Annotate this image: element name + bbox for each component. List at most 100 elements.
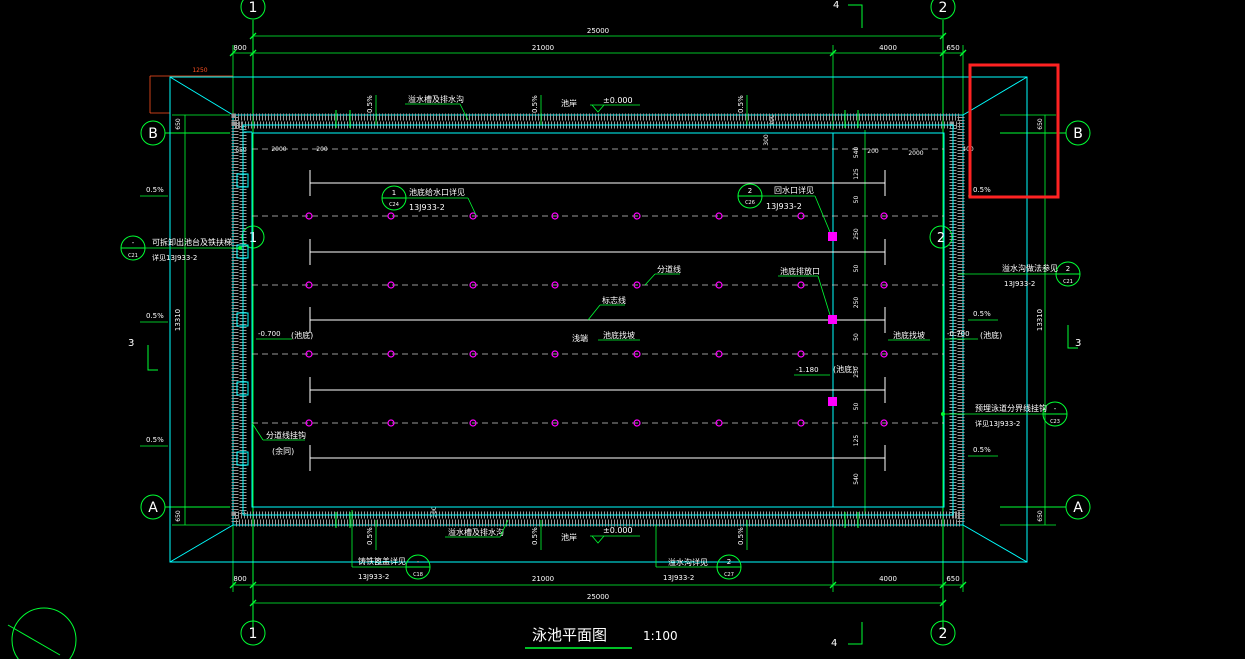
dim-2000-right: 2000 bbox=[908, 150, 923, 157]
north-arrow bbox=[7, 607, 77, 659]
detail-callout-lane-hook[interactable]: - C23 预埋泳道分界线挂钩 详见13J933-2 bbox=[941, 401, 1068, 428]
svg-text:C23: C23 bbox=[1050, 419, 1060, 425]
dimension-lines bbox=[172, 30, 1056, 604]
dim-bot-r1: 4000 bbox=[879, 575, 897, 583]
row-dimension-text: 50 bbox=[853, 265, 860, 273]
lane-line-label: 分道线 bbox=[657, 264, 681, 274]
elev-bottom: ±0.000 bbox=[603, 526, 633, 535]
deck-outline bbox=[169, 76, 1028, 563]
lane-anchor-dot bbox=[469, 350, 477, 358]
svg-text:0.5%: 0.5% bbox=[737, 527, 745, 545]
axis-bubble-1-top[interactable]: 1 bbox=[240, 0, 266, 20]
lane-anchor-dot bbox=[387, 419, 395, 427]
svg-text:A: A bbox=[148, 500, 158, 516]
row-dimension-text: 540 bbox=[853, 473, 860, 485]
pool-bottom-right: (池底) bbox=[980, 330, 1002, 340]
svg-text:2: 2 bbox=[939, 626, 948, 642]
svg-text:13J933-2: 13J933-2 bbox=[663, 574, 694, 582]
lane-marks bbox=[309, 170, 886, 471]
svg-text:C24: C24 bbox=[389, 202, 399, 208]
dim-edge-left-top: 650 bbox=[175, 118, 182, 130]
axis-bubble-A-left[interactable]: A bbox=[140, 494, 166, 520]
lane-anchor-dot bbox=[880, 281, 888, 289]
dim-300-b: 300 bbox=[431, 506, 438, 518]
svg-text:0.5%: 0.5% bbox=[366, 95, 374, 113]
svg-text:13J933-2: 13J933-2 bbox=[358, 573, 389, 581]
drain-outlets[interactable] bbox=[828, 232, 837, 406]
lane-anchor-dot bbox=[387, 281, 395, 289]
svg-text:0.5%: 0.5% bbox=[973, 186, 991, 194]
axis-bubble-2-bottom[interactable]: 2 bbox=[930, 620, 956, 646]
svg-text:池底给水口详见: 池底给水口详见 bbox=[409, 187, 465, 197]
lane-anchor-dot bbox=[305, 419, 313, 427]
overflow-gutter bbox=[231, 113, 965, 527]
pool-body bbox=[242, 124, 954, 516]
elev-m1180: -1.180 bbox=[796, 366, 819, 374]
lane-anchor-dot bbox=[387, 350, 395, 358]
axis-bubble-B-right[interactable]: B bbox=[1065, 120, 1091, 146]
svg-text:0.5%: 0.5% bbox=[146, 186, 164, 194]
pipe-markers bbox=[335, 110, 859, 528]
svg-text:0.5%: 0.5% bbox=[531, 95, 539, 113]
dim-bot-r2: 650 bbox=[946, 575, 959, 583]
svg-text:-: - bbox=[132, 239, 135, 247]
drain-outlet-leader bbox=[778, 275, 831, 316]
svg-text:2: 2 bbox=[727, 558, 731, 566]
lane-anchor-dot bbox=[387, 212, 395, 220]
row-dimension-text: 250 bbox=[853, 297, 860, 309]
svg-text:C18: C18 bbox=[413, 572, 423, 578]
dim-bot-total: 25000 bbox=[587, 593, 609, 601]
svg-text:铸铁篦盖详见: 铸铁篦盖详见 bbox=[358, 556, 406, 566]
svg-text:C21: C21 bbox=[1063, 279, 1073, 285]
svg-text:可拆卸出池台及铁扶梯: 可拆卸出池台及铁扶梯 bbox=[152, 237, 232, 247]
elev-top-symbol bbox=[590, 104, 640, 113]
dim-edge-right-top: 650 bbox=[1037, 118, 1044, 130]
detail-callout-ladder[interactable]: - C21 可拆卸出池台及铁扶梯 详见13J933-2 bbox=[120, 235, 242, 262]
dim-200-right: 200 bbox=[867, 148, 879, 155]
svg-text:2: 2 bbox=[1066, 265, 1070, 273]
svg-text:0.5%: 0.5% bbox=[366, 527, 374, 545]
lane-hook-left-note: 分道线挂钩 (余同) bbox=[251, 422, 306, 456]
highlight-box[interactable] bbox=[968, 63, 1060, 199]
lane-anchor-dot bbox=[797, 281, 805, 289]
svg-text:1: 1 bbox=[392, 189, 396, 197]
svg-text:预埋泳道分界线挂钩: 预埋泳道分界线挂钩 bbox=[975, 403, 1047, 413]
lane-anchor-dot bbox=[469, 212, 477, 220]
shallow-label: 浅端 bbox=[572, 333, 588, 343]
section-3-right: 3 bbox=[1075, 338, 1081, 349]
axis-bubble-2-top[interactable]: 2 bbox=[930, 0, 956, 20]
svg-text:B: B bbox=[148, 126, 158, 142]
row-dimension-text: 50 bbox=[853, 196, 860, 204]
dim-top-left: 800 bbox=[233, 44, 246, 52]
detail-callout-gutter[interactable]: 2 C27 溢水沟详见 13J933-2 bbox=[655, 525, 742, 582]
svg-text:1: 1 bbox=[249, 0, 258, 16]
svg-text:详见13J933-2: 详见13J933-2 bbox=[152, 253, 197, 262]
ladder-pockets bbox=[236, 173, 249, 466]
detail-callout-overflow-right[interactable]: 2 C21 溢水沟做法参见 13J933-2 bbox=[958, 261, 1081, 288]
pool-slope-label-right: 池底找坡 bbox=[893, 330, 925, 340]
dim-300-a: 300 bbox=[763, 134, 770, 146]
detail-callout-grate[interactable]: - C18 铸铁篦盖详见 13J933-2 bbox=[351, 510, 431, 581]
detail-callout-return[interactable]: 2 C26 回水口详见 13J933-2 bbox=[737, 183, 831, 233]
lane-anchor-dot bbox=[551, 419, 559, 427]
elev-leaders bbox=[256, 338, 978, 376]
elev-bottom-symbol bbox=[445, 519, 640, 544]
svg-text:(余同): (余同) bbox=[272, 446, 294, 456]
drawing-scale: 1:100 bbox=[643, 629, 678, 643]
svg-text:-: - bbox=[417, 558, 420, 566]
lane-anchor-dot bbox=[551, 281, 559, 289]
orange-dimension bbox=[149, 75, 233, 114]
axis-bubble-B-left[interactable]: B bbox=[140, 120, 166, 146]
axis-bubble-A-right[interactable]: A bbox=[1065, 494, 1091, 520]
detail-callout-inlet[interactable]: 1 C24 池底给水口详见 13J933-2 bbox=[381, 185, 477, 216]
section-4-top: 4 bbox=[833, 0, 839, 11]
lane-anchor-dot bbox=[715, 350, 723, 358]
axis-lines bbox=[147, 4, 1078, 645]
axis-bubble-1-bottom[interactable]: 1 bbox=[240, 620, 266, 646]
drawing-title: 泳池平面图 bbox=[532, 626, 607, 644]
lane-anchor-dot bbox=[551, 212, 559, 220]
lane-anchor-dot bbox=[633, 350, 641, 358]
svg-text:溢水沟做法参见: 溢水沟做法参见 bbox=[1002, 263, 1058, 273]
